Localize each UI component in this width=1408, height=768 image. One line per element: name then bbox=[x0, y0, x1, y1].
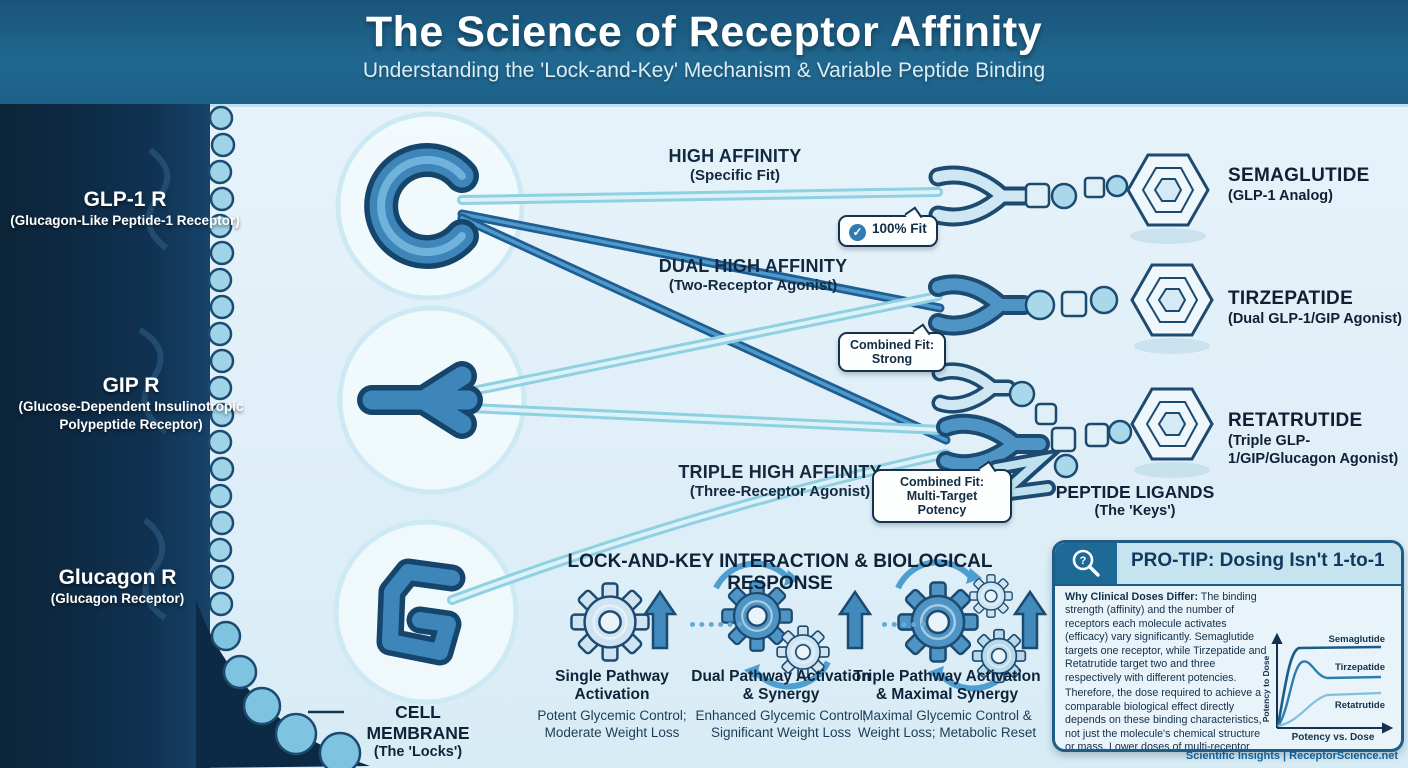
glucagon-receptor-icon bbox=[376, 558, 466, 666]
retatrutide-sub: (Triple GLP-1/GIP/Glucagon Agonist) bbox=[1228, 433, 1399, 468]
glucagon-sub: (Glucagon Receptor) bbox=[50, 591, 185, 606]
affinity-label-high: HIGH AFFINITY (Specific Fit) bbox=[615, 146, 855, 184]
protip-text-2: Therefore, the dose required to achieve … bbox=[1065, 687, 1262, 752]
ligand-label-retatrutide: RETATRUTIDE (Triple GLP-1/GIP/Glucagon A… bbox=[1228, 410, 1406, 468]
protip-title: PRO-TIP: Dosing Isn't 1-to-1 bbox=[1131, 550, 1385, 571]
triple-pathway-desc: Maximal Glycemic Control & Weight Loss; … bbox=[857, 708, 1037, 740]
header-band: The Science of Receptor Affinity Underst… bbox=[0, 0, 1408, 107]
response-item-dual: Dual Pathway Activation & Synergy bbox=[690, 668, 872, 705]
response-item-triple: Triple Pathway Activation & Maximal Syne… bbox=[852, 668, 1042, 705]
chart-y-axis-label: Potency to Dose bbox=[1263, 655, 1271, 722]
page-subtitle: Understanding the 'Lock-and-Key' Mechani… bbox=[362, 59, 1046, 82]
binding-lines bbox=[447, 187, 951, 605]
check-circle-icon: ✓ bbox=[849, 224, 866, 241]
receptor-label-gip: GIP R (Glucose-Dependent Insulinotropic … bbox=[0, 374, 262, 433]
peptide-ligands-label: PEPTIDE LIGANDS (The 'Keys') bbox=[1035, 482, 1235, 519]
protip-header: ? PRO-TIP: Dosing Isn't 1-to-1 bbox=[1055, 543, 1401, 586]
dotted-connector-1 bbox=[690, 622, 742, 627]
receptor-label-glucagon: Glucagon R (Glucagon Receptor) bbox=[0, 566, 235, 608]
dual-pathway-label: Dual Pathway Activation & Synergy bbox=[691, 668, 871, 704]
high-affinity-sub: (Specific Fit) bbox=[689, 167, 780, 184]
protip-icon-tab: ? bbox=[1055, 543, 1117, 584]
chart-label-semaglutide: Semaglutide bbox=[1329, 634, 1386, 645]
gip-receptor-icon bbox=[357, 361, 483, 439]
tirzepatide-curve bbox=[1276, 660, 1382, 727]
svg-text:?: ? bbox=[1080, 555, 1087, 567]
combined-fit-strong-badge: Combined Fit: Strong bbox=[838, 323, 946, 372]
protip-lead: Why Clinical Doses Differ: bbox=[1065, 591, 1199, 603]
chart-x-axis-label: Potency vs. Dose bbox=[1292, 732, 1375, 743]
glp1-sub: (Glucagon-Like Peptide-1 Receptor) bbox=[10, 213, 240, 228]
protein-ribbons bbox=[138, 147, 171, 621]
page-title: The Science of Receptor Affinity bbox=[365, 8, 1043, 56]
protip-box: ? PRO-TIP: Dosing Isn't 1-to-1 Why Clini… bbox=[1052, 540, 1404, 752]
fit-badge: ✓ 100% Fit bbox=[838, 206, 938, 247]
glucagon-name: Glucagon R bbox=[58, 566, 177, 589]
potency-dose-chart: Potency to Dose Semaglutide Tirzepatide … bbox=[1261, 631, 1395, 748]
ligand-label-tirzepatide: TIRZEPATIDE (Dual GLP-1/GIP Agonist) bbox=[1228, 288, 1408, 328]
dual-pathway-gears-icon bbox=[713, 560, 872, 690]
response-item-single: Single Pathway Activation bbox=[528, 668, 696, 705]
semaglutide-key-icon bbox=[928, 153, 1210, 244]
triple-affinity-sub: (Three-Receptor Agonist) bbox=[689, 483, 871, 500]
receptor-label-glp1: GLP-1 R (Glucagon-Like Peptide-1 Recepto… bbox=[0, 188, 250, 230]
triple-pathway-label: Triple Pathway Activation & Maximal Syne… bbox=[853, 668, 1041, 704]
semaglutide-name: SEMAGLUTIDE bbox=[1228, 165, 1370, 186]
single-pathway-gear-icon bbox=[570, 582, 677, 662]
multi-badge-line1: Combined Fit: bbox=[899, 475, 984, 489]
chart-label-retatrutide: Retatrutide bbox=[1335, 700, 1385, 711]
membrane-panel bbox=[0, 104, 210, 768]
peptide-ligands-sub: (The 'Keys') bbox=[1094, 503, 1176, 519]
gip-name: GIP R bbox=[102, 374, 160, 397]
affinity-label-dual: DUAL HIGH AFFINITY (Two-Receptor Agonist… bbox=[613, 256, 893, 294]
high-affinity-title: HIGH AFFINITY bbox=[668, 146, 802, 166]
single-pathway-label: Single Pathway Activation bbox=[555, 668, 669, 704]
protip-body: Why Clinical Doses Differ: The binding s… bbox=[1065, 591, 1269, 752]
glp1-name: GLP-1 R bbox=[83, 188, 167, 211]
gip-sub: (Glucose-Dependent Insulinotropic Polype… bbox=[18, 399, 244, 432]
dual-affinity-sub: (Two-Receptor Agonist) bbox=[668, 277, 838, 294]
triple-pathway-gears-icon bbox=[895, 559, 1047, 692]
strong-badge-line2: Strong bbox=[871, 352, 913, 366]
strong-badge-line1: Combined Fit: bbox=[849, 338, 934, 352]
combined-fit-multi-badge: Combined Fit: Multi-Target Potency bbox=[872, 460, 1012, 523]
glp1-receptor-icon bbox=[364, 143, 479, 269]
magnifier-question-icon: ? bbox=[1072, 549, 1100, 577]
chart-label-tirzepatide: Tirzepatide bbox=[1335, 662, 1385, 673]
semaglutide-sub: (GLP-1 Analog) bbox=[1228, 188, 1333, 204]
peptide-ligands-title: PEPTIDE LIGANDS bbox=[1055, 482, 1215, 502]
cell-membrane-title: CELL MEMBRANE bbox=[366, 702, 470, 743]
retatrutide-key-icon bbox=[931, 362, 1214, 506]
affinity-label-triple: TRIPLE HIGH AFFINITY (Three-Receptor Ago… bbox=[630, 462, 930, 500]
dotted-connector-2 bbox=[882, 622, 926, 627]
tirzepatide-sub: (Dual GLP-1/GIP Agonist) bbox=[1228, 311, 1403, 327]
triple-affinity-title: TRIPLE HIGH AFFINITY bbox=[678, 462, 882, 482]
response-section-title: LOCK-AND-KEY INTERACTION & BIOLOGICAL RE… bbox=[567, 551, 993, 594]
tirzepatide-key-icon bbox=[928, 263, 1214, 354]
ligand-label-semaglutide: SEMAGLUTIDE (GLP-1 Analog) bbox=[1228, 165, 1408, 205]
tirzepatide-name: TIRZEPATIDE bbox=[1228, 288, 1354, 309]
retatrutide-curve bbox=[1277, 691, 1382, 728]
dual-pathway-desc: Enhanced Glycemic Control; Significant W… bbox=[695, 708, 867, 740]
membrane-beads bbox=[207, 105, 362, 768]
cell-membrane-label: CELL MEMBRANE (The 'Locks') bbox=[342, 702, 494, 760]
retatrutide-name: RETATRUTIDE bbox=[1228, 410, 1363, 431]
dual-affinity-title: DUAL HIGH AFFINITY bbox=[658, 256, 848, 276]
single-pathway-desc: Potent Glycemic Control; Moderate Weight… bbox=[537, 708, 687, 740]
semaglutide-curve bbox=[1276, 645, 1382, 727]
footer-credit: Scientific Insights | ReceptorScience.ne… bbox=[1185, 750, 1398, 762]
multi-badge-line2: Multi-Target Potency bbox=[906, 489, 978, 517]
fit-badge-label: 100% Fit bbox=[872, 221, 927, 236]
protip-text-1: The binding strength (affinity) and the … bbox=[1065, 591, 1267, 684]
cell-membrane-sub: (The 'Locks') bbox=[373, 744, 463, 760]
membrane-curve bbox=[196, 600, 370, 768]
